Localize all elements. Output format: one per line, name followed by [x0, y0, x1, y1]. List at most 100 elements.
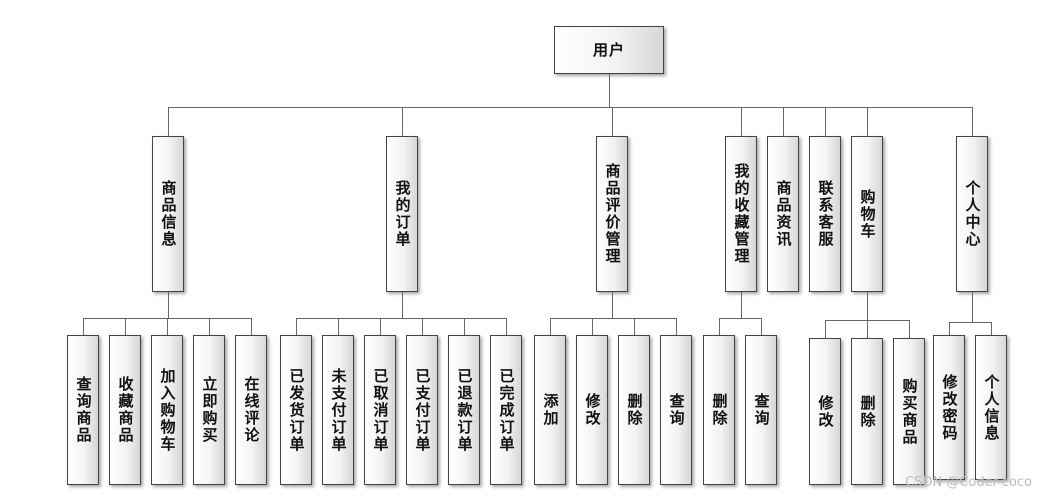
level1-node-2: 商品评价管理	[596, 136, 628, 292]
connector-to-level2-3-1	[761, 318, 762, 335]
connector-to-level1-6	[867, 107, 868, 136]
level2-node-7-1-label: 个人信息	[982, 373, 1001, 442]
level1-node-7-label: 个人中心	[963, 180, 982, 248]
level2-node-0-3: 立即购买	[193, 335, 225, 485]
level1-node-3-label: 我的收藏管理	[732, 163, 751, 265]
level2-node-1-2: 已取消订单	[364, 335, 396, 485]
connector-to-level2-0-4	[251, 318, 252, 335]
level2-node-0-1: 收藏商品	[109, 335, 141, 485]
level2-node-3-0: 删除	[703, 335, 735, 485]
connector-to-level2-7-1	[991, 322, 992, 335]
level2-node-1-5: 已完成订单	[490, 335, 522, 485]
level2-node-0-2: 加入购物车	[151, 335, 183, 485]
level2-node-6-1: 删除	[851, 338, 883, 485]
connector-to-level2-1-3	[422, 318, 423, 335]
level1-node-6-label: 购物车	[858, 188, 877, 240]
level2-node-1-5-label: 已完成订单	[497, 367, 516, 453]
level2-node-0-0-label: 查询商品	[74, 376, 93, 444]
watermark: CSDN @Coder-coco	[905, 475, 1032, 490]
level2-node-6-0: 修改	[809, 338, 841, 485]
level2-node-2-0-label: 添加	[541, 393, 560, 427]
level1-node-7: 个人中心	[956, 136, 988, 292]
level2-node-0-2-label: 加入购物车	[158, 367, 177, 453]
connector-level1-down-1	[402, 292, 403, 318]
level2-node-2-0: 添加	[534, 335, 566, 485]
level1-node-5-label: 联系客服	[816, 180, 835, 248]
connector-to-level2-0-2	[167, 318, 168, 335]
level2-node-1-4: 已退款订单	[448, 335, 480, 485]
level1-node-3: 我的收藏管理	[725, 136, 757, 292]
connector-level2-bus-7	[949, 322, 992, 323]
level2-node-3-1: 查询	[745, 335, 777, 485]
level1-node-0-label: 商品信息	[159, 180, 178, 248]
connector-to-level2-3-0	[719, 318, 720, 335]
level2-node-0-4: 在线评论	[235, 335, 267, 485]
level2-node-3-0-label: 删除	[710, 393, 729, 427]
connector-to-level2-0-0	[83, 318, 84, 335]
connector-to-level2-1-1	[338, 318, 339, 335]
level2-node-7-0-label: 修改密码	[940, 373, 959, 442]
connector-to-level2-2-3	[676, 318, 677, 335]
connector-level2-bus-3	[719, 318, 762, 319]
root-node-user: 用户	[554, 26, 664, 74]
connector-to-level2-1-0	[296, 318, 297, 335]
connector-to-level1-0	[168, 107, 169, 136]
level2-node-0-1-label: 收藏商品	[116, 376, 135, 444]
level2-node-2-2: 删除	[618, 335, 650, 485]
connector-level2-bus-1	[296, 318, 507, 319]
level1-node-6: 购物车	[851, 136, 883, 292]
level2-node-6-1-label: 删除	[858, 394, 877, 429]
level2-node-2-3: 查询	[660, 335, 692, 485]
level2-node-6-0-label: 修改	[816, 394, 835, 429]
connector-to-level2-6-1	[867, 320, 868, 338]
connector-to-level1-3	[741, 107, 742, 136]
level2-node-7-1: 个人信息	[975, 335, 1007, 480]
connector-root-down	[609, 74, 610, 107]
connector-level1-down-6	[867, 292, 868, 320]
connector-to-level2-0-1	[125, 318, 126, 335]
level2-node-1-1-label: 未支付订单	[329, 367, 348, 453]
level1-node-4: 商品资讯	[767, 136, 799, 292]
connector-to-level2-0-3	[209, 318, 210, 335]
level2-node-1-0: 已发货订单	[280, 335, 312, 485]
connector-to-level2-1-2	[380, 318, 381, 335]
level2-node-0-4-label: 在线评论	[242, 376, 261, 444]
level2-node-0-3-label: 立即购买	[200, 376, 219, 444]
level2-node-1-1: 未支付订单	[322, 335, 354, 485]
connector-to-level1-7	[972, 107, 973, 136]
connector-level1-bus	[168, 107, 973, 108]
level2-node-0-0: 查询商品	[67, 335, 99, 485]
connector-to-level2-6-0	[825, 320, 826, 338]
level2-node-6-2: 购买商品	[893, 338, 925, 485]
level1-node-0: 商品信息	[152, 136, 184, 292]
connector-to-level2-6-2	[909, 320, 910, 338]
connector-to-level2-1-5	[506, 318, 507, 335]
connector-to-level1-1	[402, 107, 403, 136]
level2-node-2-3-label: 查询	[667, 393, 686, 427]
connector-to-level2-2-1	[592, 318, 593, 335]
level2-node-2-2-label: 删除	[625, 393, 644, 427]
connector-to-level1-2	[612, 107, 613, 136]
level2-node-1-3-label: 已支付订单	[413, 367, 432, 453]
level2-node-1-4-label: 已退款订单	[455, 367, 474, 453]
connector-level2-bus-2	[550, 318, 677, 319]
connector-level1-down-3	[741, 292, 742, 318]
connector-to-level2-2-0	[550, 318, 551, 335]
level1-node-1-label: 我的订单	[393, 180, 412, 248]
level2-node-3-1-label: 查询	[752, 393, 771, 427]
connector-to-level1-4	[783, 107, 784, 136]
connector-level1-down-7	[972, 292, 973, 322]
connector-to-level2-1-4	[464, 318, 465, 335]
level1-node-1: 我的订单	[386, 136, 418, 292]
level2-node-7-0: 修改密码	[933, 335, 965, 480]
connector-to-level1-5	[825, 107, 826, 136]
root-node-label: 用户	[592, 40, 625, 59]
connector-to-level2-7-0	[949, 322, 950, 335]
level2-node-2-1: 修改	[576, 335, 608, 485]
level2-node-1-3: 已支付订单	[406, 335, 438, 485]
level1-node-4-label: 商品资讯	[774, 180, 793, 248]
level1-node-2-label: 商品评价管理	[603, 163, 622, 265]
connector-level1-down-0	[168, 292, 169, 318]
level1-node-5: 联系客服	[809, 136, 841, 292]
